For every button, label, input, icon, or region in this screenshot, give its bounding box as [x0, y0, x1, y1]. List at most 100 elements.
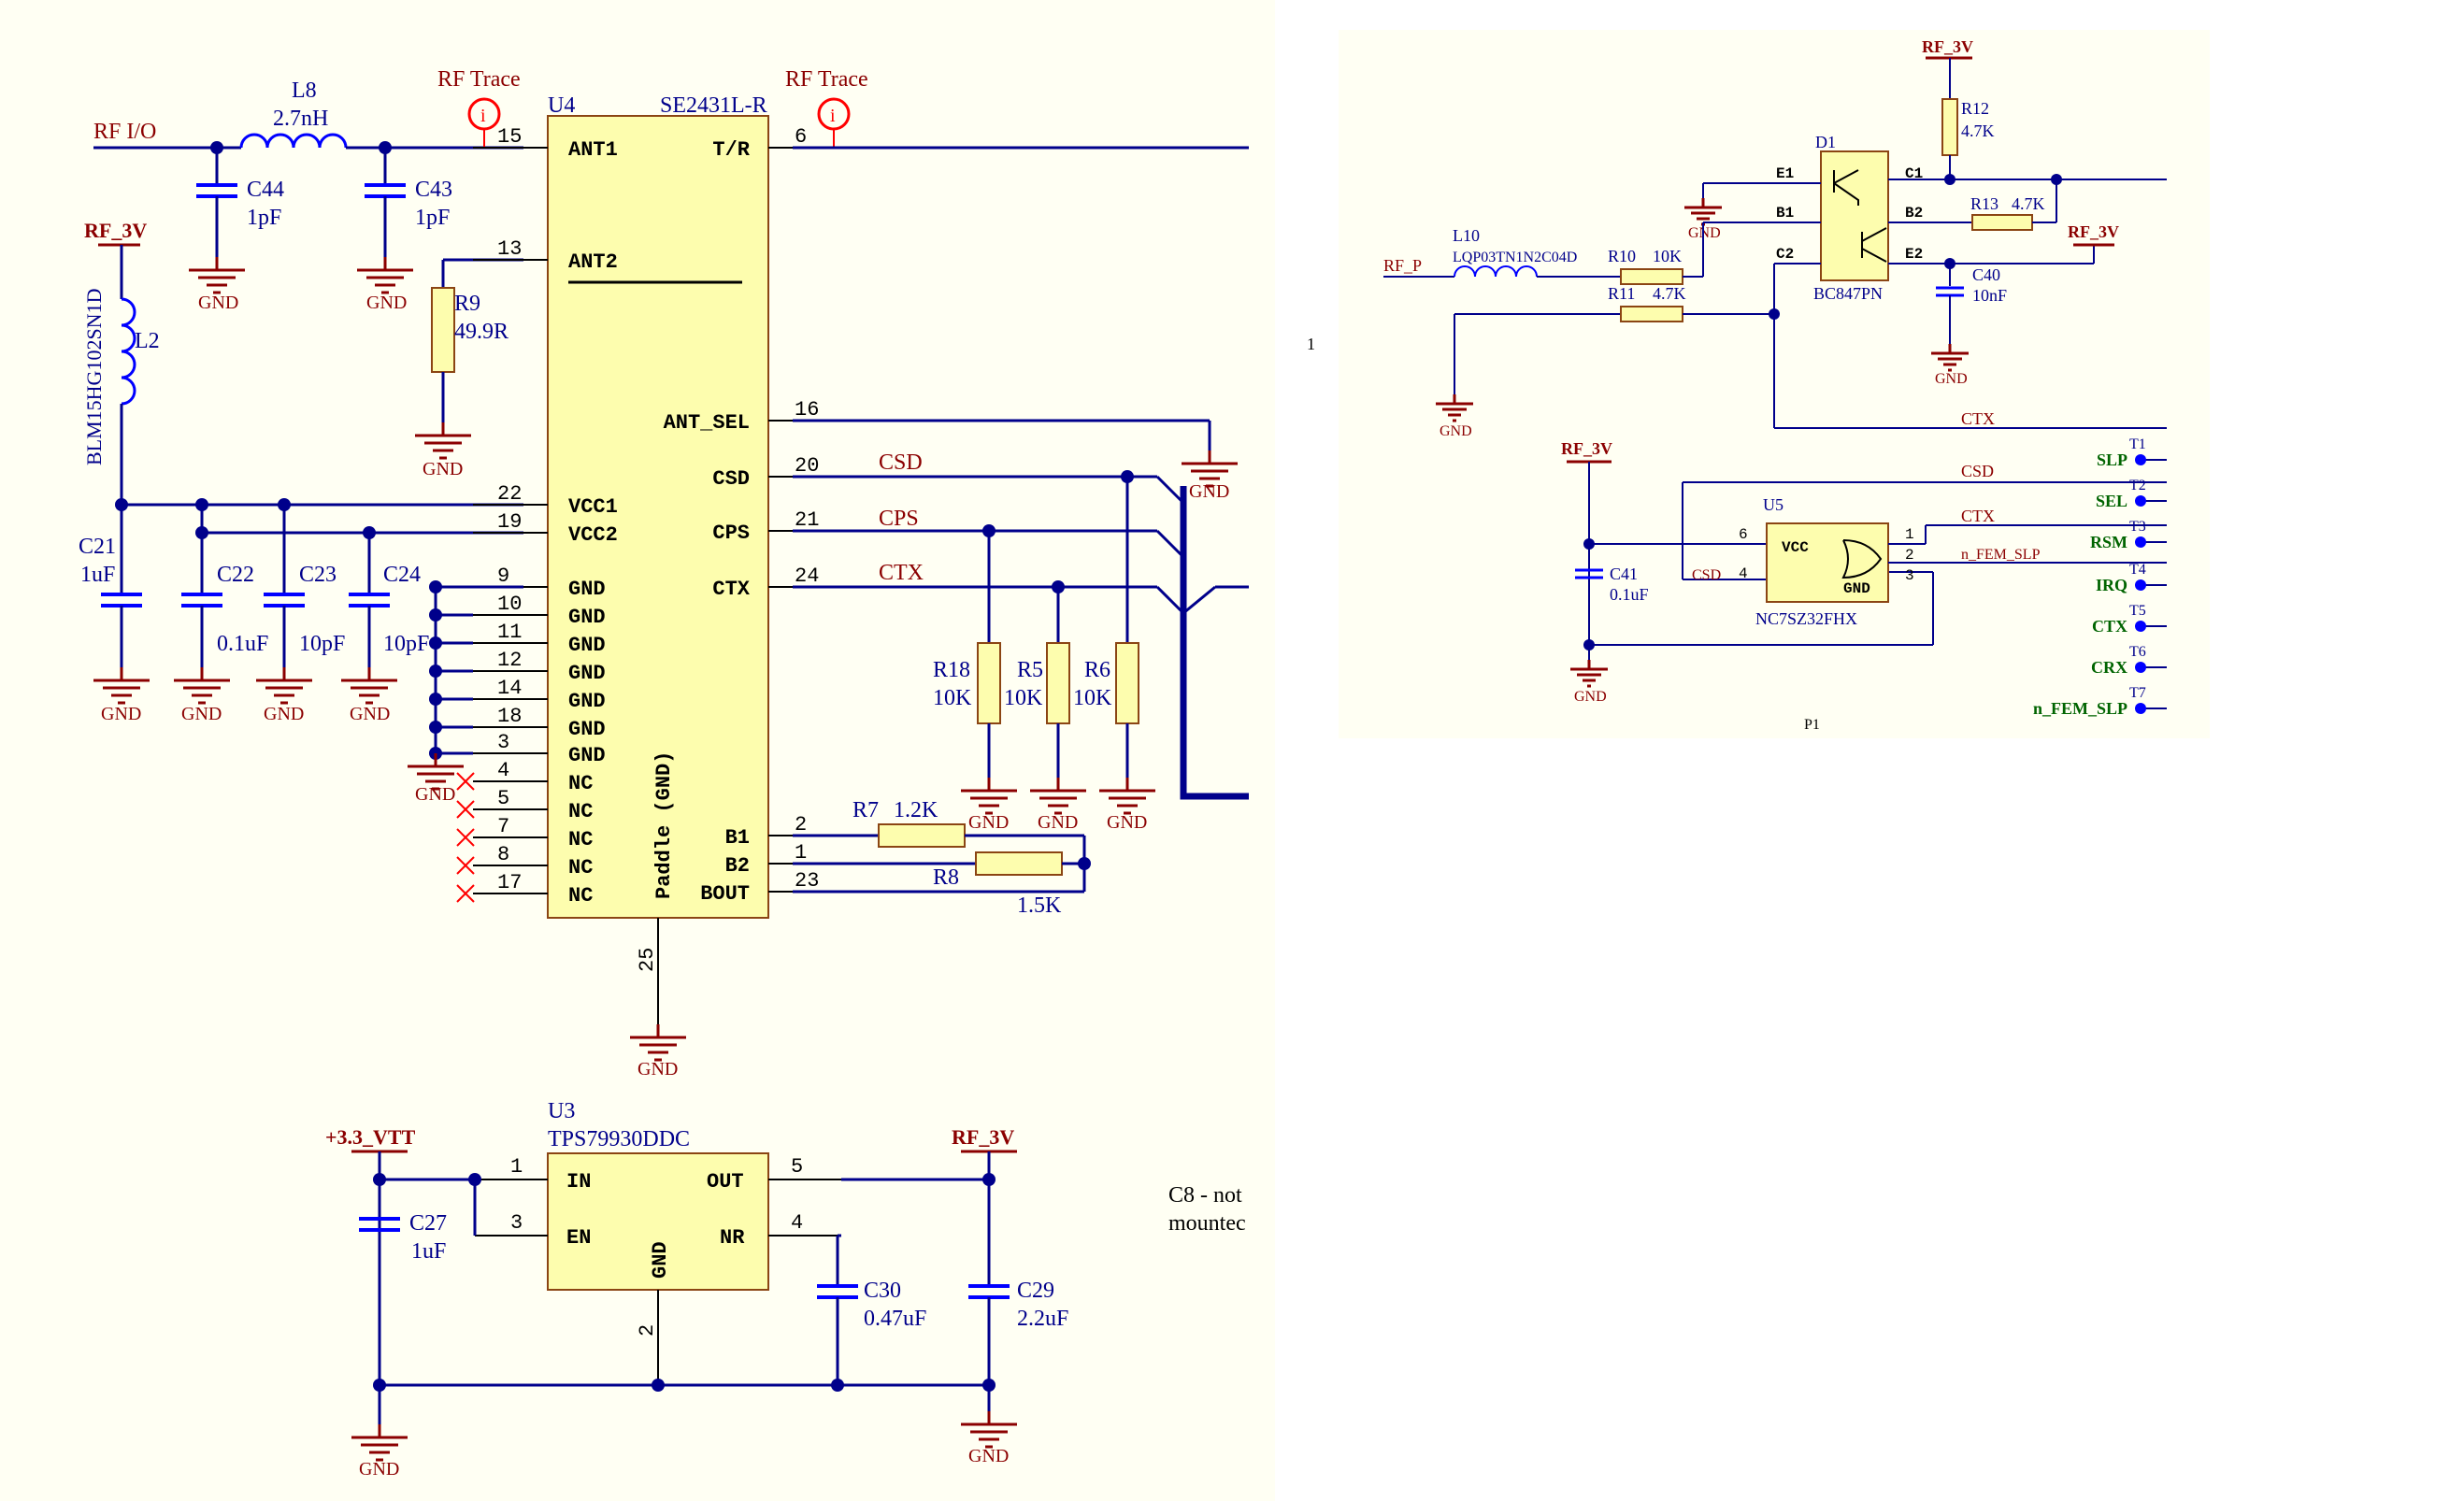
- note-line-2: mountec: [1168, 1211, 1246, 1236]
- d1-c1: C1: [1905, 165, 1923, 182]
- u4-pin-number: 4: [497, 759, 509, 782]
- resistor-r8: [975, 851, 1063, 876]
- u3-ref: U3: [548, 1099, 575, 1123]
- r10-ref: R10: [1608, 247, 1636, 265]
- u4-pin-number: 19: [497, 510, 522, 534]
- u4-pin-number: 8: [497, 843, 509, 866]
- test-point: [2135, 536, 2146, 548]
- r13-ref: R13: [1970, 194, 1998, 213]
- u4-pin-name: CTX: [712, 578, 750, 601]
- test-point: [2135, 621, 2146, 632]
- test-point-ref: T6: [2129, 644, 2146, 660]
- r18-ref: R18: [933, 658, 970, 682]
- c29-value: 2.2uF: [1017, 1307, 1068, 1331]
- u4-pin-number: 10: [497, 593, 522, 616]
- test-point-ref: T3: [2129, 519, 2146, 535]
- test-point: [2135, 454, 2146, 465]
- u4-pin-number: 15: [497, 125, 522, 149]
- gnd-label: GND: [1935, 371, 1968, 387]
- c22-value: 0.1uF: [217, 632, 268, 656]
- c44-value: 1pF: [247, 206, 281, 230]
- stray-text: 1: [1307, 335, 1315, 353]
- port-name: CTX: [2092, 617, 2127, 636]
- u4-pin-number: 14: [497, 677, 522, 700]
- c41-value: 0.1uF: [1610, 585, 1649, 604]
- l8-value: 2.7nH: [273, 107, 328, 131]
- gnd-label: GND: [359, 1459, 399, 1480]
- u4-pin-number: 23: [795, 869, 819, 893]
- u4-pin-number: 13: [497, 237, 522, 261]
- u4-pin-number: 11: [497, 621, 522, 644]
- u3-part: TPS79930DDC: [548, 1127, 690, 1151]
- capacitor-c23: [262, 593, 307, 608]
- r6-ref: R6: [1084, 658, 1110, 682]
- u3-pin-1: 1: [510, 1155, 523, 1179]
- u5-pin-1: 1: [1905, 526, 1914, 543]
- gnd-label: GND: [968, 1446, 1009, 1466]
- u4-pin-number: 3: [497, 731, 509, 754]
- port-name: IRQ: [2096, 576, 2127, 594]
- port-name: CRX: [2091, 658, 2127, 677]
- test-point-ref: T1: [2129, 436, 2146, 452]
- test-point: [2135, 662, 2146, 673]
- r7-value: 1.2K: [894, 798, 938, 822]
- inductor-l10: [1454, 265, 1538, 278]
- u5-ref: U5: [1763, 495, 1784, 514]
- note-line-1: C8 - not: [1168, 1183, 1242, 1208]
- u3-pin-3: 3: [510, 1211, 523, 1235]
- capacitor-c43: [363, 183, 408, 198]
- c30-ref: C30: [864, 1279, 901, 1303]
- gnd-label: GND: [1574, 689, 1607, 705]
- r9-value: 49.9R: [454, 320, 509, 344]
- u4-pin-number: 9: [497, 565, 509, 588]
- u4-pin-number: 24: [795, 565, 819, 588]
- no-connect-mark: [456, 828, 475, 847]
- d1-b1: B1: [1776, 205, 1794, 222]
- gnd-label: GND: [198, 293, 238, 313]
- resistor-r5: [1046, 642, 1070, 724]
- resistor-r9: [431, 287, 455, 373]
- u4-left-pins: 15ANT113ANT222VCC119VCC29GND10GND11GND12…: [429, 125, 618, 908]
- u3-body: [547, 1152, 769, 1291]
- gnd-label: GND: [415, 784, 455, 805]
- rf-trace-label-2: RF Trace: [785, 67, 868, 92]
- r7-ref: R7: [852, 798, 879, 822]
- gnd-label: GND: [968, 812, 1009, 833]
- d1-body: [1820, 150, 1889, 281]
- u4-pin-number: 17: [497, 871, 522, 894]
- u4-pin-name: BOUT: [700, 882, 750, 906]
- test-point: [2135, 703, 2146, 714]
- gnd-label: GND: [1688, 225, 1721, 241]
- test-point: [2135, 579, 2146, 591]
- u4-pin-number: 12: [497, 649, 522, 672]
- net-rf-3v: RF_3V: [84, 219, 147, 242]
- u4-pin-name: NC: [568, 856, 593, 879]
- u3-pin-5: 5: [791, 1155, 803, 1179]
- u4-pin-name: ANT_SEL: [664, 411, 750, 435]
- rf-front-end: RF I/O L8 2.7nH C44 1pF GND C43 1pF GND …: [79, 67, 868, 724]
- c24-ref: C24: [383, 563, 421, 587]
- test-point: [2135, 495, 2146, 507]
- gnd-label: GND: [264, 704, 304, 724]
- gnd-label: GND: [101, 704, 141, 724]
- l10-ref: L10: [1453, 226, 1480, 245]
- gnd-label: GND: [366, 293, 407, 313]
- gnd-label: GND: [1189, 481, 1229, 502]
- u5-csd: CSD: [1692, 567, 1721, 583]
- u5-pin-6: 6: [1739, 526, 1748, 543]
- inductor-l8: [239, 133, 348, 149]
- u4-pin-name: GND: [568, 606, 606, 629]
- u4-pin-number: 16: [795, 398, 819, 422]
- u4-pin-25: 25: [636, 948, 659, 972]
- port-name: n_FEM_SLP: [2033, 699, 2127, 718]
- c29-ref: C29: [1017, 1279, 1054, 1303]
- capacitor-c21: [99, 593, 144, 608]
- no-connect-mark: [456, 800, 475, 819]
- u3-pin-out: OUT: [707, 1170, 744, 1194]
- net-rf-3v: RF_3V: [2068, 222, 2119, 241]
- u4-pin-number: 21: [795, 508, 819, 532]
- u4-pin-number: 6: [795, 125, 807, 149]
- gnd-label: GND: [637, 1059, 678, 1079]
- l2-part: BLM15HG102SN1D: [82, 289, 106, 465]
